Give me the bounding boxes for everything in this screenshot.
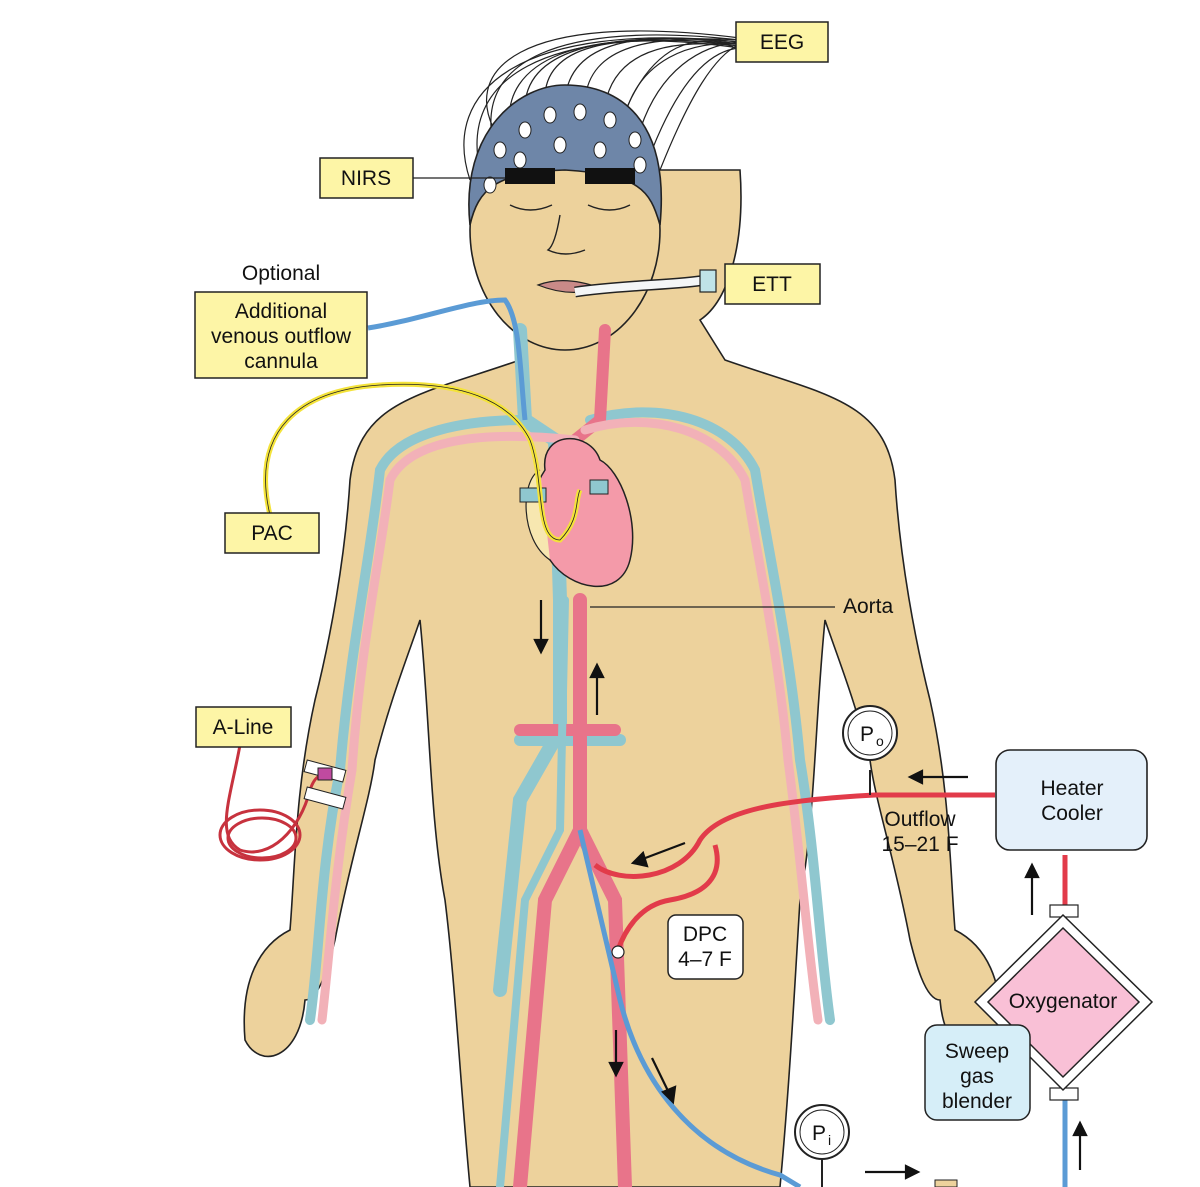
inlet-pressure-gauge: P i: [794, 1104, 850, 1187]
eeg-label: EEG: [735, 21, 829, 63]
venous-cannula-line: [367, 297, 528, 421]
head: [468, 84, 663, 351]
eeg-electrodes: [483, 103, 647, 194]
eeg-wires: [463, 30, 741, 181]
svg-text:i: i: [828, 1132, 831, 1148]
optional-label: Optional: [242, 262, 320, 285]
a-line-tubing: [218, 744, 331, 862]
dpc-label: DPC 4–7 F: [667, 914, 744, 980]
heater-cooler-box: Heater Cooler: [995, 749, 1148, 851]
pac-label: PAC: [224, 512, 320, 554]
flow-arrows: [533, 600, 1088, 1180]
outflow-label: Outflow 15–21 F: [881, 808, 958, 856]
svg-text:Sweep: Sweep: [945, 1040, 1009, 1063]
svg-text:A-Line: A-Line: [213, 716, 274, 739]
svg-text:EEG: EEG: [760, 31, 804, 54]
venous-cannula-label: Additional venous outflow cannula: [194, 291, 368, 379]
svg-text:4–7 F: 4–7 F: [678, 948, 732, 971]
svg-text:P: P: [860, 723, 874, 746]
venous-drainage-line: [577, 829, 802, 1187]
vessels: [305, 323, 835, 1187]
svg-text:Cooler: Cooler: [1041, 802, 1103, 825]
svg-text:Additional: Additional: [235, 300, 327, 323]
nirs-label: NIRS: [319, 157, 414, 199]
nirs-sensor-right: [585, 168, 635, 184]
svg-text:ETT: ETT: [752, 273, 792, 296]
arterial-return-line: [593, 792, 995, 951]
svg-text:15–21 F: 15–21 F: [881, 833, 958, 856]
a-line-label: A-Line: [195, 706, 292, 748]
svg-text:o: o: [876, 733, 884, 749]
body-silhouette: [243, 169, 1002, 1187]
outlet-pressure-gauge: P o: [842, 705, 898, 761]
svg-text:Oxygenator: Oxygenator: [1009, 990, 1118, 1013]
svg-text:cannula: cannula: [244, 350, 318, 373]
ett-label: ETT: [724, 263, 821, 305]
svg-text:PAC: PAC: [251, 522, 293, 545]
svg-text:NIRS: NIRS: [341, 167, 391, 190]
svg-text:gas: gas: [960, 1065, 994, 1088]
svg-text:blender: blender: [942, 1090, 1012, 1113]
sweep-gas-blender-box: Sweep gas blender: [924, 1024, 1031, 1121]
pump-housing-edge: [934, 1179, 958, 1187]
svg-text:P: P: [812, 1122, 826, 1145]
svg-text:DPC: DPC: [683, 923, 727, 946]
dpc-insertion-site: [611, 945, 625, 959]
svg-text:Outflow: Outflow: [884, 808, 956, 831]
nirs-sensor-left: [505, 168, 555, 184]
svg-text:Heater: Heater: [1040, 777, 1103, 800]
heart: [519, 438, 634, 587]
aorta-label: Aorta: [843, 595, 894, 618]
svg-text:venous outflow: venous outflow: [211, 325, 352, 348]
